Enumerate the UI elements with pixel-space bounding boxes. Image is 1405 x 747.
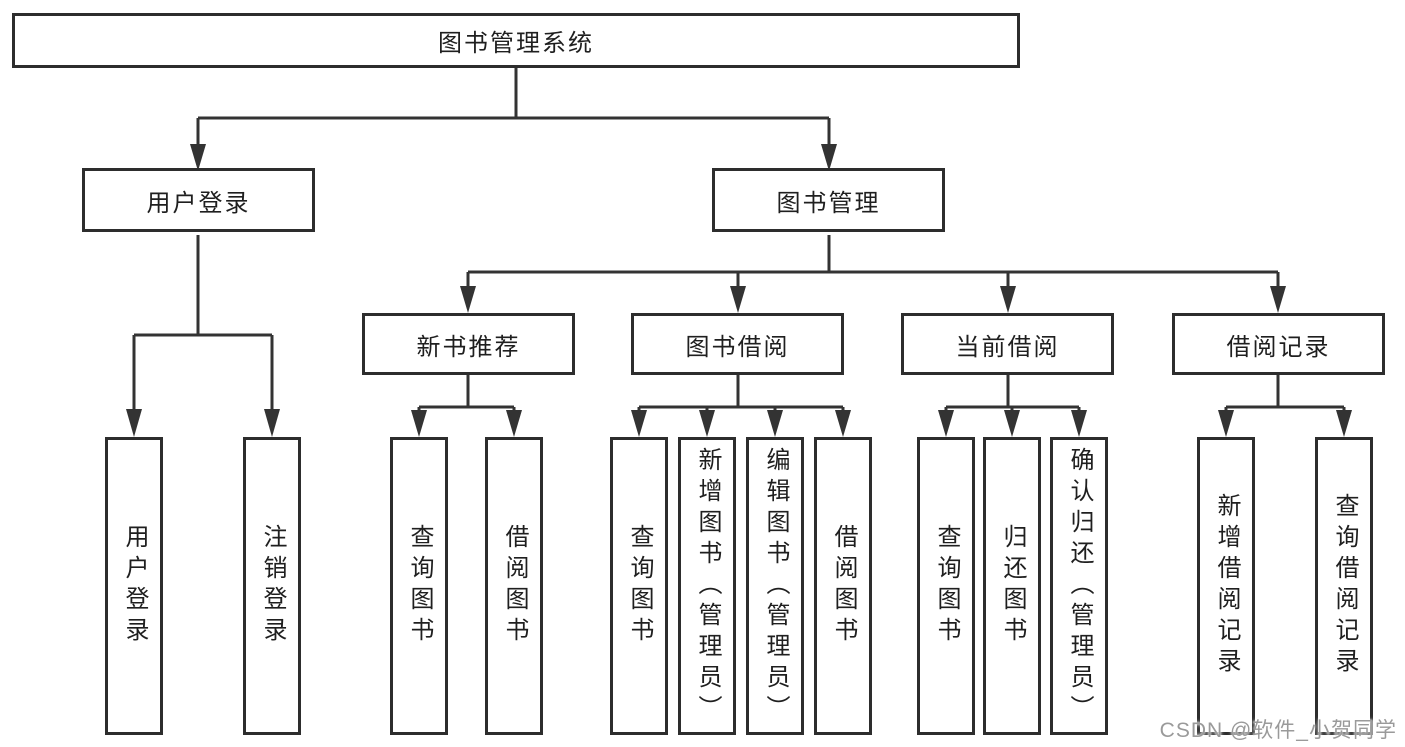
node-book-management: 图书管理 bbox=[712, 168, 945, 232]
arrowheads bbox=[126, 144, 1352, 437]
node-book-borrowing: 图书借阅 bbox=[631, 313, 844, 375]
node-user-login: 用户登录 bbox=[82, 168, 315, 232]
node-leaf-recommend-borrow-books: 借阅图书 bbox=[485, 437, 543, 735]
node-leaf-borrow-edit-books: 编辑图书（管理员） bbox=[746, 437, 804, 735]
node-leaf-recommend-query-books: 查询图书 bbox=[390, 437, 448, 735]
node-leaf-records-query-record: 查询借阅记录 bbox=[1315, 437, 1373, 735]
node-leaf-current-confirm-return: 确认归还（管理员） bbox=[1050, 437, 1108, 735]
node-new-book-recommendation: 新书推荐 bbox=[362, 313, 575, 375]
node-root: 图书管理系统 bbox=[12, 13, 1020, 68]
arrowhead-icon bbox=[506, 410, 522, 437]
node-leaf-user-login: 用户登录 bbox=[105, 437, 163, 735]
arrowhead-icon bbox=[411, 410, 427, 437]
connector-paths bbox=[132, 68, 1346, 412]
arrowhead-icon bbox=[1000, 286, 1016, 313]
arrowhead-icon bbox=[1336, 410, 1352, 437]
arrowhead-icon bbox=[767, 410, 783, 437]
arrowhead-icon bbox=[938, 410, 954, 437]
arrowhead-icon bbox=[1071, 410, 1087, 437]
node-leaf-borrow-borrow-books: 借阅图书 bbox=[814, 437, 872, 735]
node-borrowing-records: 借阅记录 bbox=[1172, 313, 1385, 375]
node-leaf-logout: 注销登录 bbox=[243, 437, 301, 735]
arrowhead-icon bbox=[631, 410, 647, 437]
arrowhead-icon bbox=[1270, 286, 1286, 313]
arrowhead-icon bbox=[835, 410, 851, 437]
node-current-borrowing: 当前借阅 bbox=[901, 313, 1114, 375]
node-leaf-current-return-books: 归还图书 bbox=[983, 437, 1041, 735]
arrowhead-icon bbox=[730, 286, 746, 313]
csdn-watermark: CSDN @软件_小贺同学 bbox=[1159, 719, 1397, 742]
arrowhead-icon bbox=[821, 144, 837, 171]
arrowhead-icon bbox=[460, 286, 476, 313]
arrowhead-icon bbox=[699, 410, 715, 437]
arrowhead-icon bbox=[264, 409, 280, 437]
arrowhead-icon bbox=[1004, 410, 1020, 437]
arrowhead-icon bbox=[1218, 410, 1234, 437]
node-leaf-borrow-add-books: 新增图书（管理员） bbox=[678, 437, 736, 735]
node-leaf-current-query-books: 查询图书 bbox=[917, 437, 975, 735]
node-leaf-borrow-query-books: 查询图书 bbox=[610, 437, 668, 735]
arrowhead-icon bbox=[126, 409, 142, 437]
arrowhead-icon bbox=[190, 144, 206, 171]
node-leaf-records-add-record: 新增借阅记录 bbox=[1197, 437, 1255, 735]
